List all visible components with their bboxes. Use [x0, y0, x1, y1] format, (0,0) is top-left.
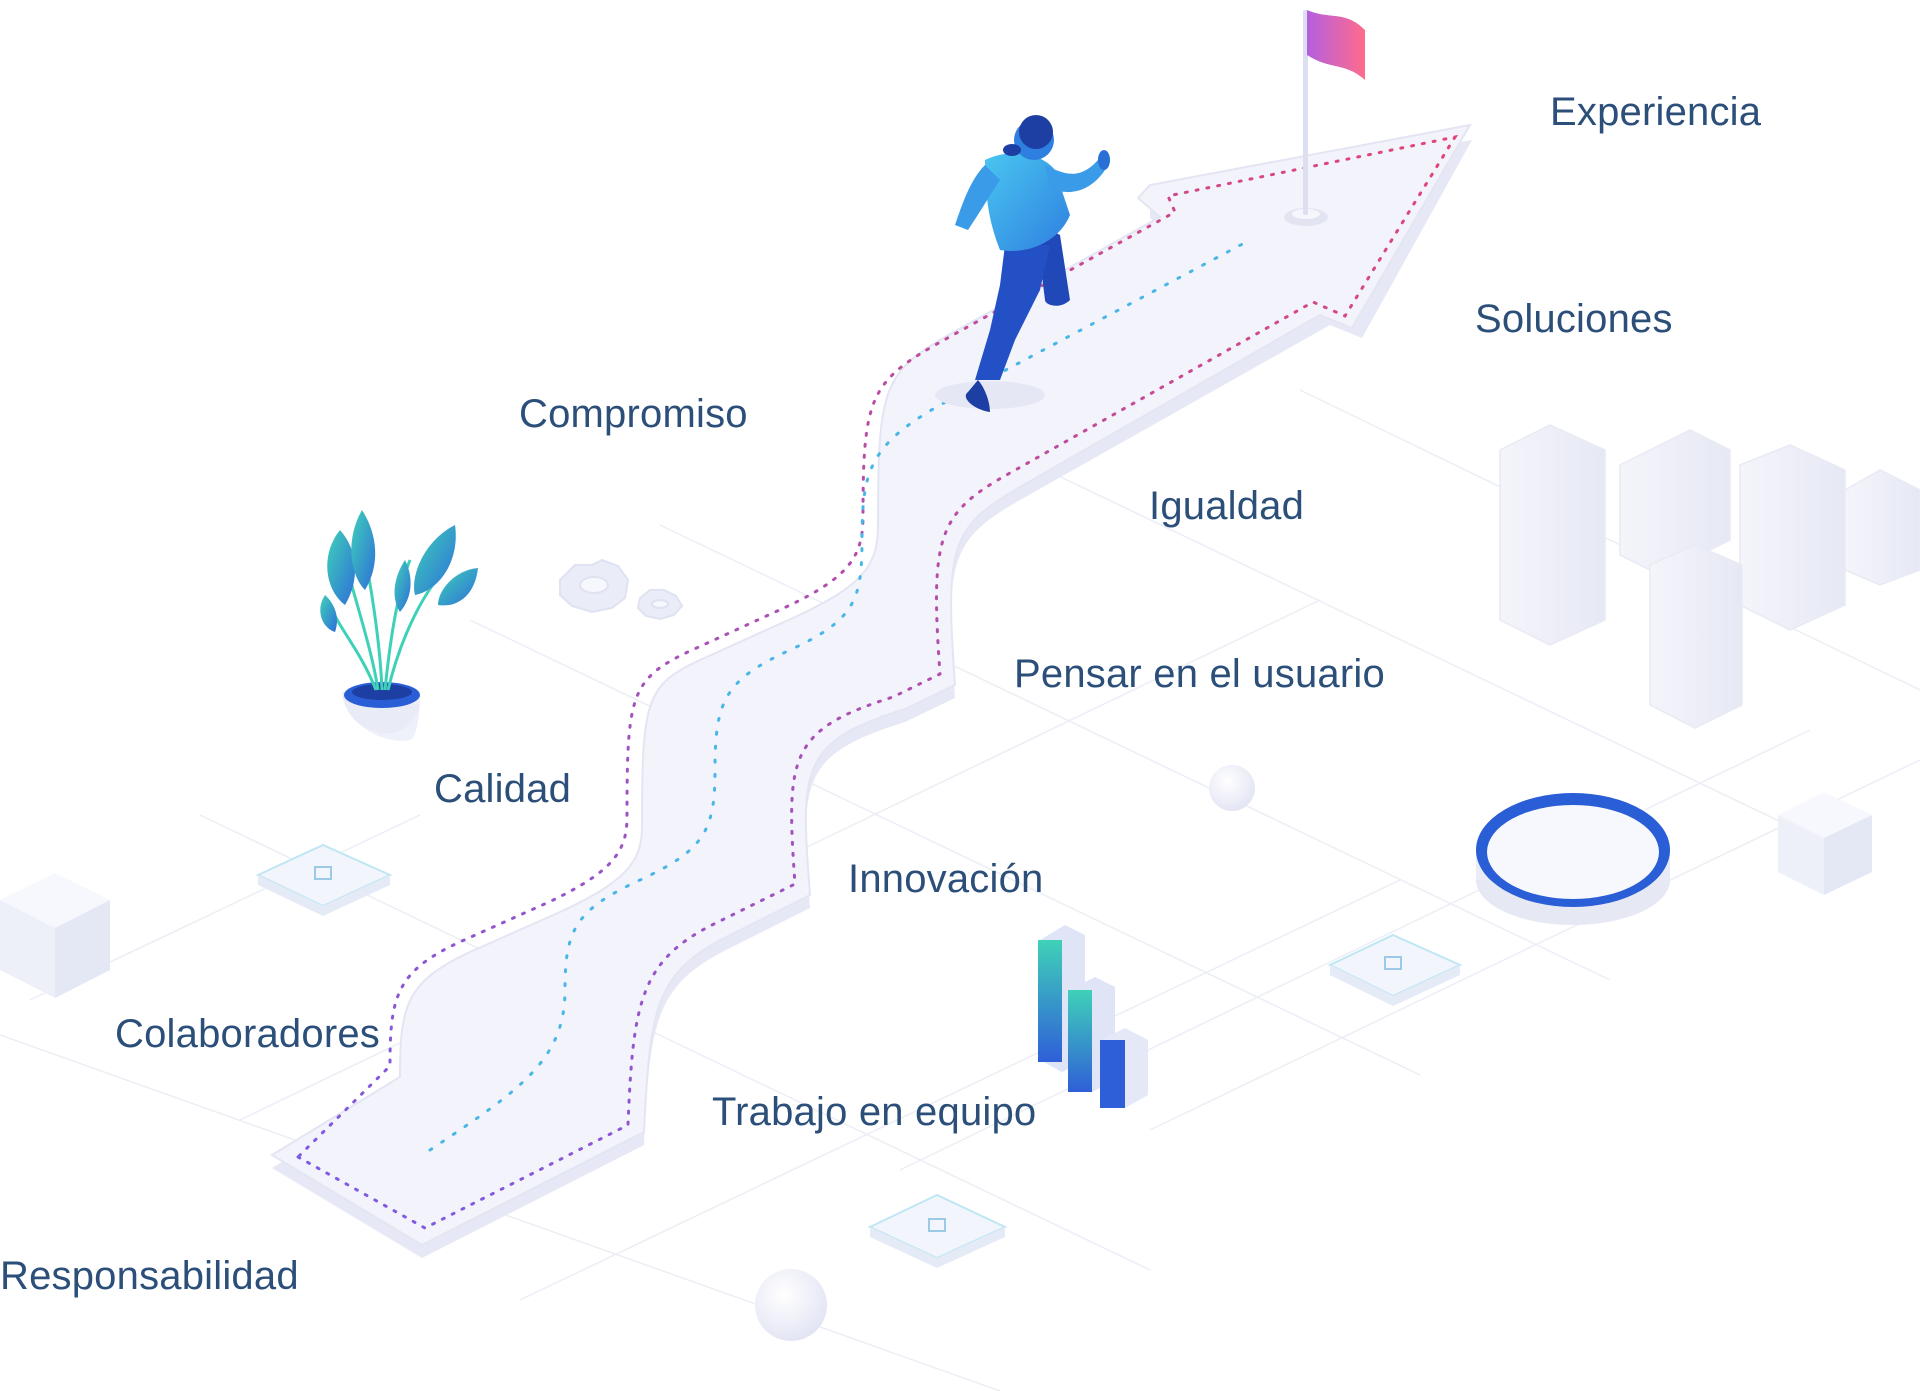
- flag-icon: [1284, 10, 1365, 226]
- runner-icon: [935, 115, 1110, 412]
- value-label-igualdad: Igualdad: [1149, 484, 1305, 528]
- path-road: [270, 123, 1472, 1247]
- chip-icon-calidad: [255, 843, 393, 916]
- path-center-line: [428, 238, 1252, 1152]
- plant-icon: [320, 510, 478, 741]
- value-label-responsabilidad: Responsabilidad: [0, 1254, 299, 1298]
- buildings-icon: [1499, 424, 1920, 729]
- value-label-colaboradores: Colaboradores: [115, 1012, 380, 1056]
- value-label-pensar-en-el-usuario: Pensar en el usuario: [1014, 652, 1385, 696]
- chip-icon-trabajo: [867, 1193, 1008, 1268]
- value-label-experiencia: Experiencia: [1550, 90, 1762, 134]
- sphere-icon-small: [1209, 765, 1255, 811]
- cube-icon-left: [0, 873, 110, 998]
- bar-chart-icon: [1038, 925, 1148, 1108]
- value-label-compromiso: Compromiso: [519, 392, 748, 436]
- ring-icon: [1476, 793, 1670, 925]
- cube-icon-right: [1778, 792, 1872, 895]
- value-label-calidad: Calidad: [434, 767, 572, 811]
- value-label-innovacion: Innovación: [848, 857, 1044, 901]
- sphere-icon-large: [755, 1269, 827, 1341]
- chip-icon-innovacion: [1327, 933, 1463, 1006]
- value-label-soluciones: Soluciones: [1475, 297, 1673, 341]
- value-label-trabajo-en-equipo: Trabajo en equipo: [712, 1090, 1037, 1134]
- gears-icon: [559, 558, 684, 621]
